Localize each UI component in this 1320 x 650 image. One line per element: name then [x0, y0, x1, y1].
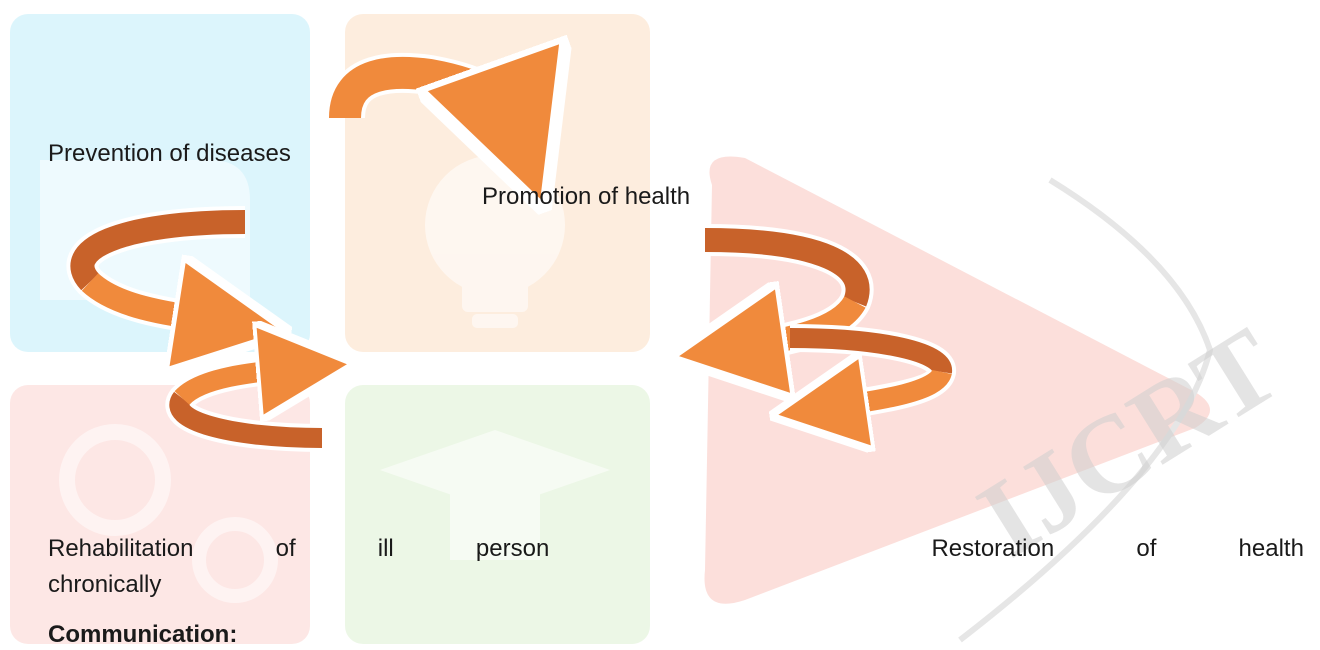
rehab-word-3: ill — [377, 535, 394, 562]
restoration-word-2: of — [1136, 535, 1157, 562]
section-heading-communication: Communication: — [48, 621, 238, 648]
rehab-word-4: person — [475, 535, 550, 562]
watermark-graduation-cap-icon — [380, 430, 610, 560]
restoration-word-1: Restoration — [931, 535, 1055, 562]
arrow-prevention-to-promotion — [325, 73, 515, 128]
arrow-spiral-right — [705, 224, 956, 408]
watermark-gear-icon — [59, 424, 278, 603]
restoration-word-3: health — [1238, 535, 1304, 562]
label-prevention-of-diseases: Prevention of diseases — [48, 140, 291, 167]
label-promotion-of-health: Promotion of health — [482, 183, 691, 210]
label-row-rehabilitation-restoration: Rehabilitation of ill person Restoration… — [48, 534, 1304, 564]
watermark-outline-arc — [958, 177, 1214, 643]
rehab-word-2: of — [275, 535, 296, 562]
rehab-word-1: Rehabilitation — [48, 535, 194, 562]
arrow-spiral-left — [66, 206, 322, 452]
label-chronically: chronically — [48, 571, 162, 598]
